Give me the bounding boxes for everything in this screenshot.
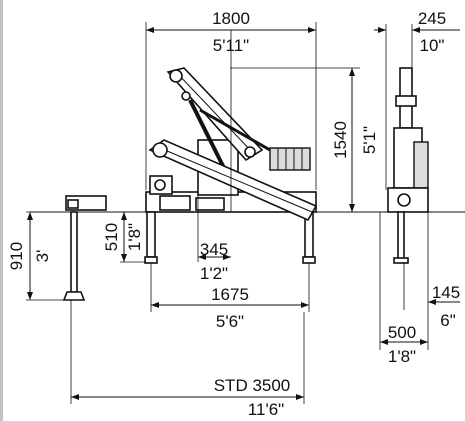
control-valve-block — [269, 147, 311, 171]
dim-side-offset: 145 6" — [403, 212, 460, 330]
boom-pivot-column — [244, 146, 256, 158]
dim-outrigger-ft: 11'6" — [248, 400, 284, 419]
dim-side-width-mm: 245 — [418, 9, 446, 28]
dim-leg-span: 1675 5'6" — [150, 263, 310, 331]
dim-side-leg-ft: 1'8" — [388, 347, 416, 366]
leg-right-foot — [302, 256, 316, 264]
leg-left-foot — [144, 256, 158, 264]
dim-stabilizer-depth-ft: 3' — [33, 250, 52, 263]
lift-cylinder — [188, 99, 230, 177]
dim-leg-span-ft: 5'6" — [216, 312, 244, 331]
boom-pivot-top — [169, 69, 183, 83]
boom-pivot-outer — [152, 142, 168, 158]
dim-overall-width-ft: 5'11" — [213, 36, 249, 55]
dim-outrigger-label: STD 3500 — [214, 376, 291, 395]
stabilizer-pad — [67, 199, 79, 209]
page-edge-bar — [0, 0, 3, 421]
dim-height-ft: 5'1" — [360, 126, 379, 154]
base-block-left — [159, 195, 191, 211]
dim-overall-width-mm: 1800 — [212, 9, 250, 28]
stabilizer-leg — [70, 211, 78, 293]
dim-height: 1540 5'1" — [230, 67, 379, 212]
dim-outrigger: STD 3500 11'6" — [70, 300, 305, 419]
dim-side-width: 245 10" — [374, 9, 460, 190]
dim-column-offset-mm: 345 — [200, 240, 228, 259]
dim-stabilizer-depth-mm: 910 — [7, 242, 26, 270]
base-block-mid — [195, 197, 225, 211]
dim-base-height-ft: 1'8" — [125, 223, 144, 251]
second-cylinder — [199, 108, 271, 152]
dim-base-height-mm: 510 — [102, 223, 121, 251]
dim-height-mm: 1540 — [331, 121, 350, 159]
stabilizer-foot — [62, 291, 86, 301]
dim-column-offset-ft: 1'2" — [200, 264, 228, 283]
dim-column-offset: 345 1'2" — [197, 195, 231, 283]
dim-side-offset-ft: 6" — [440, 311, 456, 330]
dim-base-height: 510 1'8" — [102, 211, 146, 263]
dim-side-leg-mm: 500 — [388, 323, 416, 342]
leg-left — [146, 211, 156, 258]
side-valve — [413, 141, 429, 189]
dim-leg-span-mm: 1675 — [211, 285, 249, 304]
dim-side-leg: 500 1'8" — [379, 212, 429, 366]
crane-side-view — [387, 67, 429, 264]
dim-stabilizer-depth: 910 3' — [7, 211, 66, 301]
side-leg — [397, 211, 405, 261]
dim-side-width-ft: 10" — [420, 36, 445, 55]
dim-overall-width: 1800 5'11" — [145, 9, 317, 212]
dim-side-offset-mm: 145 — [432, 283, 460, 302]
